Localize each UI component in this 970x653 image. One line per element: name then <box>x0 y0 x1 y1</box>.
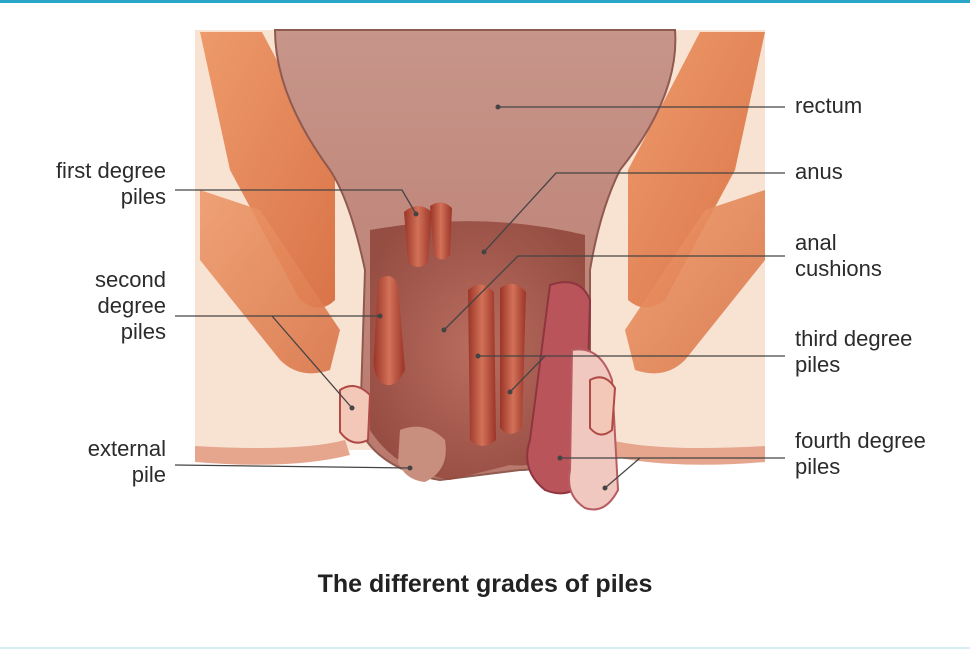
external-pile-leader <box>175 465 410 468</box>
right-plexus <box>590 377 615 434</box>
label-external-pile: external pile <box>20 436 166 488</box>
label-anal-cushions: anal cushions <box>795 230 882 282</box>
bottom-rule <box>0 647 970 649</box>
label-second-degree-piles: second degree piles <box>20 267 166 345</box>
label-third-degree-piles: third degree piles <box>795 326 912 378</box>
label-fourth-degree-piles: fourth degree piles <box>795 428 926 480</box>
figure-caption: The different grades of piles <box>0 570 970 599</box>
label-anus: anus <box>795 159 843 185</box>
left-plexus <box>340 386 370 443</box>
label-rectum: rectum <box>795 93 862 119</box>
label-first-degree-piles: first degree piles <box>20 158 166 210</box>
first-degree-piles <box>404 202 452 267</box>
